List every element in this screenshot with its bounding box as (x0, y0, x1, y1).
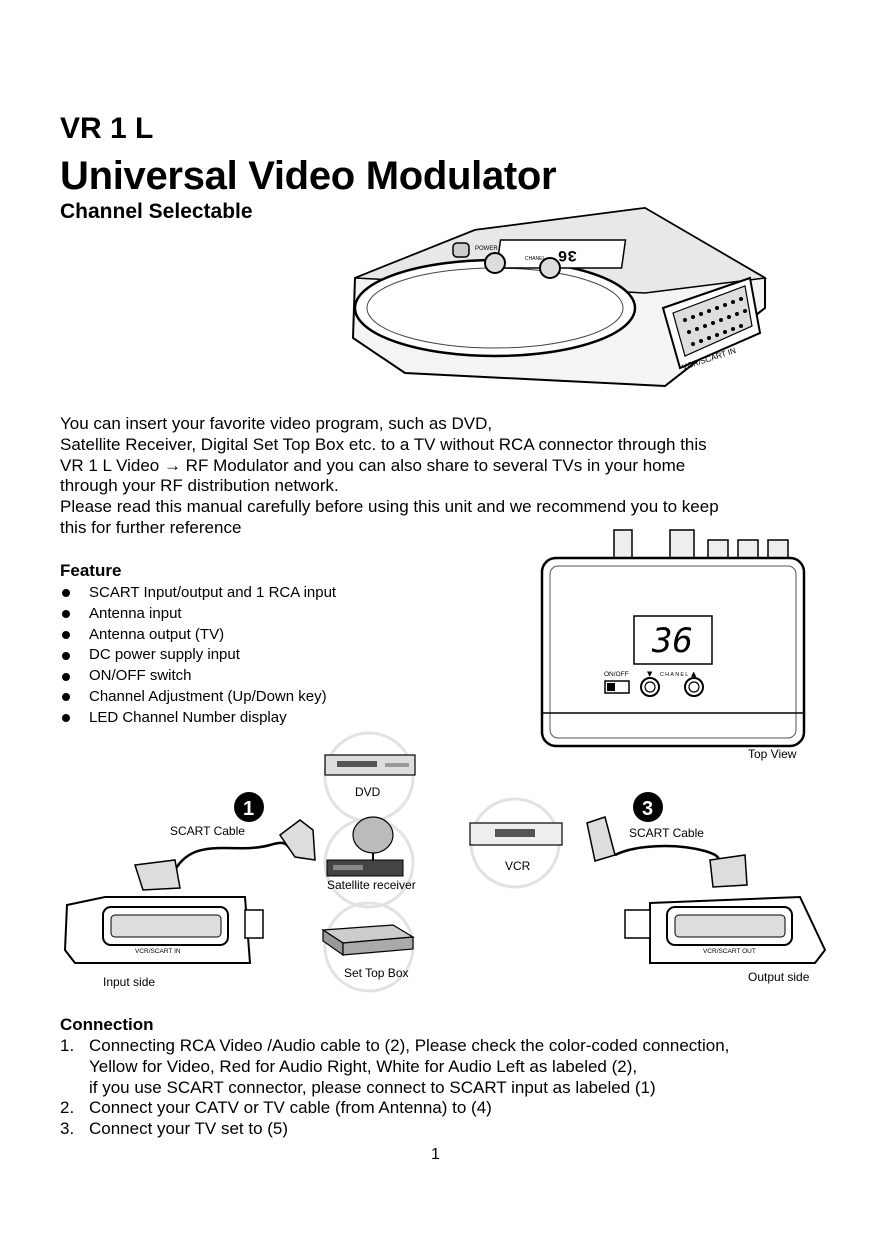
dvd-label: DVD (355, 785, 381, 799)
feature-text: ON/OFF switch (89, 667, 192, 685)
connection-list: 1. Connecting RCA Video /Audio cable to … (60, 1036, 840, 1140)
settop-label: Set Top Box (344, 966, 409, 980)
bullet-icon (62, 630, 70, 639)
item-number: 2. (60, 1098, 75, 1118)
page-subtitle: Channel Selectable (60, 200, 253, 223)
feature-heading: Feature (60, 561, 122, 580)
model-name: VR 1 L (60, 112, 154, 145)
list-item: Antenna input (60, 604, 480, 625)
page-number: 1 (431, 1146, 440, 1163)
feature-text: Antenna input (89, 604, 182, 622)
bullet-icon (62, 589, 70, 598)
channel-down-arrow: ▼ (647, 670, 653, 678)
list-item: Channel Adjustment (Up/Down key) (60, 687, 480, 708)
feature-text: LED Channel Number display (89, 708, 287, 726)
item-number: 1. (60, 1036, 75, 1055)
list-item: SCART Input/output and 1 RCA input (60, 583, 480, 604)
product-display: 36 (558, 246, 577, 264)
input-side-label: Input side (103, 975, 156, 989)
list-item: ON/OFF switch (60, 666, 480, 687)
scart-in-label: VCR/SCART IN (135, 948, 181, 955)
intro-line: You can insert your favorite video progr… (60, 414, 493, 433)
product-power-label: POWER (475, 246, 498, 252)
intro-paragraph: You can insert your favorite video progr… (60, 414, 820, 539)
item-line: if you use SCART connector, please conne… (89, 1077, 656, 1097)
top-view-illustration: 36 ON/OFF ▼ CHANEL ▲ (540, 529, 806, 748)
scart-out-label: VCR/SCART OUT (703, 948, 756, 955)
bullet-icon (62, 651, 70, 660)
list-item: 1. Connecting RCA Video /Audio cable to … (60, 1036, 840, 1098)
feature-text: DC power supply input (89, 646, 240, 664)
scart-cable-left-label: SCART Cable (170, 824, 245, 838)
vcr-label: VCR (505, 859, 531, 873)
item-line: Connect your TV set to (5) (89, 1119, 289, 1139)
page-title: Universal Video Modulator (60, 154, 557, 198)
list-item: Antenna output (TV) (60, 625, 480, 646)
item-number: 3. (60, 1119, 75, 1139)
bullet-icon (62, 610, 70, 619)
product-channel-label: CHANEL (525, 256, 546, 262)
top-view-display: 36 (651, 621, 693, 661)
feature-text: SCART Input/output and 1 RCA input (89, 584, 337, 601)
satellite-label: Satellite receiver (327, 878, 416, 892)
list-item: 2. Connect your CATV or TV cable (from A… (60, 1098, 840, 1119)
intro-line: Please read this manual carefully before… (60, 497, 719, 517)
list-item: DC power supply input (60, 645, 480, 666)
intro-line: Satellite Receiver, Digital Set Top Box … (60, 434, 707, 454)
bullet-icon (62, 693, 70, 702)
onoff-label: ON/OFF (604, 671, 629, 678)
intro-line: this for further reference (60, 517, 242, 537)
bullet-icon (62, 714, 70, 723)
intro-line: VR 1 L Video → RF Modulator and you can … (60, 455, 686, 475)
bullet-icon (62, 672, 70, 681)
output-side-label: Output side (748, 970, 810, 984)
connection-diagram: 1 3 VCR/SCART IN VCR/SCART OUT (63, 731, 827, 993)
channel-label: CHANEL (660, 672, 690, 678)
list-item: 3. Connect your TV set to (5) (60, 1119, 840, 1140)
item-line: Connecting RCA Video /Audio cable to (2)… (89, 1036, 730, 1055)
feature-list: SCART Input/output and 1 RCA input Anten… (60, 583, 480, 729)
channel-up-arrow: ▲ (691, 670, 697, 678)
feature-text: Antenna output (TV) (89, 625, 225, 643)
feature-text: Channel Adjustment (Up/Down key) (89, 687, 327, 705)
marker-1: 1 (243, 798, 254, 820)
intro-line: through your RF distribution network. (60, 476, 339, 496)
item-line: Yellow for Video, Red for Audio Right, W… (89, 1056, 638, 1076)
item-line: Connect your CATV or TV cable (from Ante… (89, 1098, 492, 1118)
connection-heading: Connection (60, 1015, 154, 1034)
list-item: LED Channel Number display (60, 708, 480, 729)
marker-3: 3 (642, 798, 653, 820)
top-view-caption: Top View (748, 747, 797, 761)
product-illustration: 36 POWER CHANEL VCR/SCART IN (351, 206, 768, 388)
scart-cable-right-label: SCART Cable (629, 826, 704, 840)
